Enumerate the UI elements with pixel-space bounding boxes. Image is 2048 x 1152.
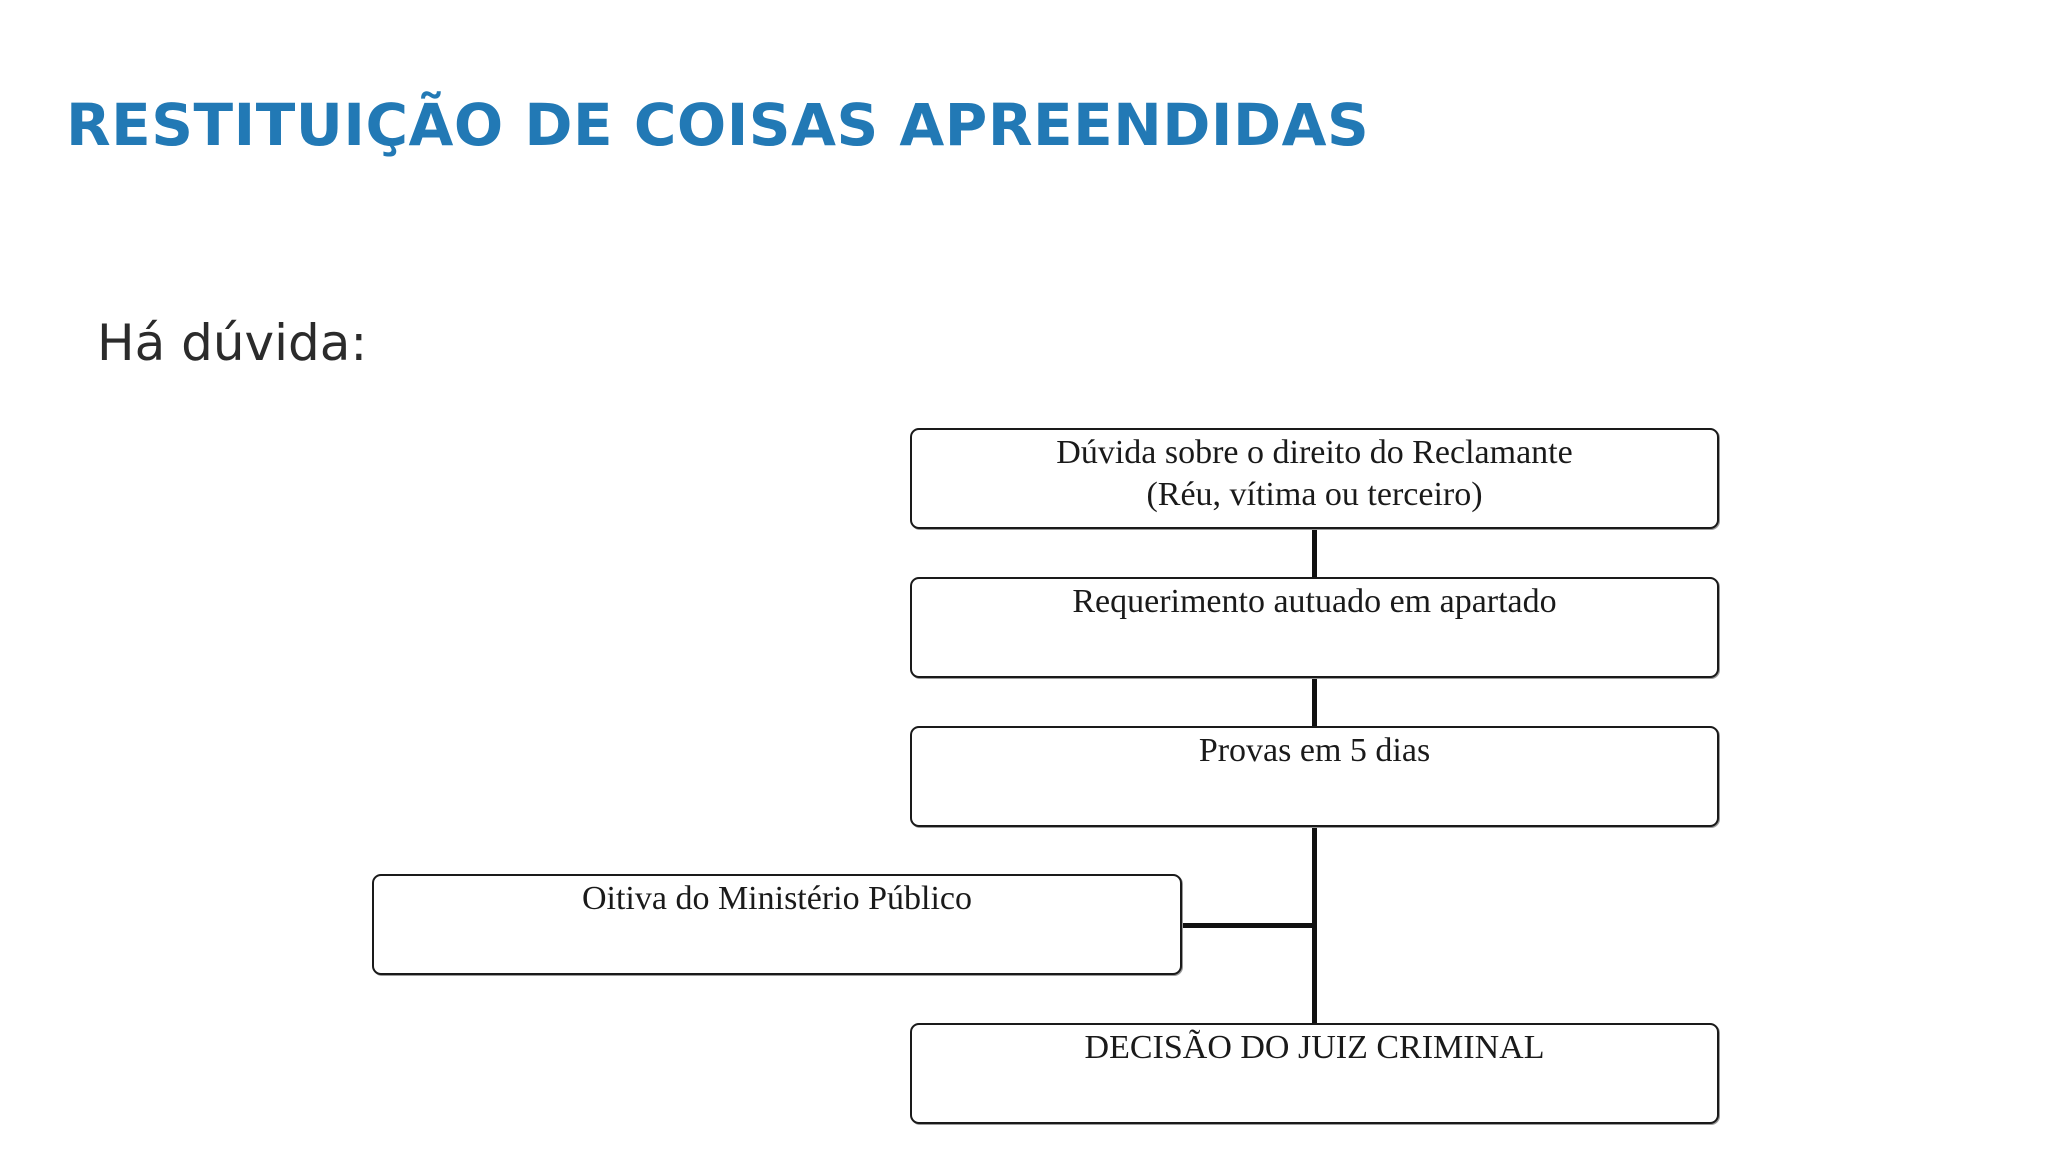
flow-node-oitiva-line-1: Oitiva do Ministério Público: [581, 880, 973, 917]
connector-oitiva-decisao: [1180, 923, 1316, 928]
slide-subtitle: Há dúvida:: [97, 314, 368, 372]
flow-node-provas-line-1: Provas em 5 dias: [1198, 732, 1431, 769]
connector-requerimento-provas: [1312, 677, 1317, 727]
flow-node-oitiva: Oitiva do Ministério Público: [372, 874, 1182, 975]
flow-node-duvida-line-1: Dúvida sobre o direito do Reclamante: [1056, 434, 1573, 471]
flow-node-provas: Provas em 5 dias: [910, 726, 1719, 827]
flow-node-decisao: DECISÃO DO JUIZ CRIMINAL: [910, 1023, 1719, 1124]
flow-node-requerimento-line-1: Requerimento autuado em apartado: [1072, 583, 1557, 620]
flow-node-requerimento: Requerimento autuado em apartado: [910, 577, 1719, 678]
connector-duvida-requerimento: [1312, 528, 1317, 578]
flow-node-decisao-line-1: DECISÃO DO JUIZ CRIMINAL: [1084, 1029, 1545, 1066]
flow-node-duvida: Dúvida sobre o direito do Reclamante (Ré…: [910, 428, 1719, 529]
slide-title: RESTITUIÇÃO DE COISAS APREENDIDAS: [66, 91, 1370, 159]
flow-node-duvida-line-2: (Réu, vítima ou terceiro): [1146, 476, 1483, 513]
